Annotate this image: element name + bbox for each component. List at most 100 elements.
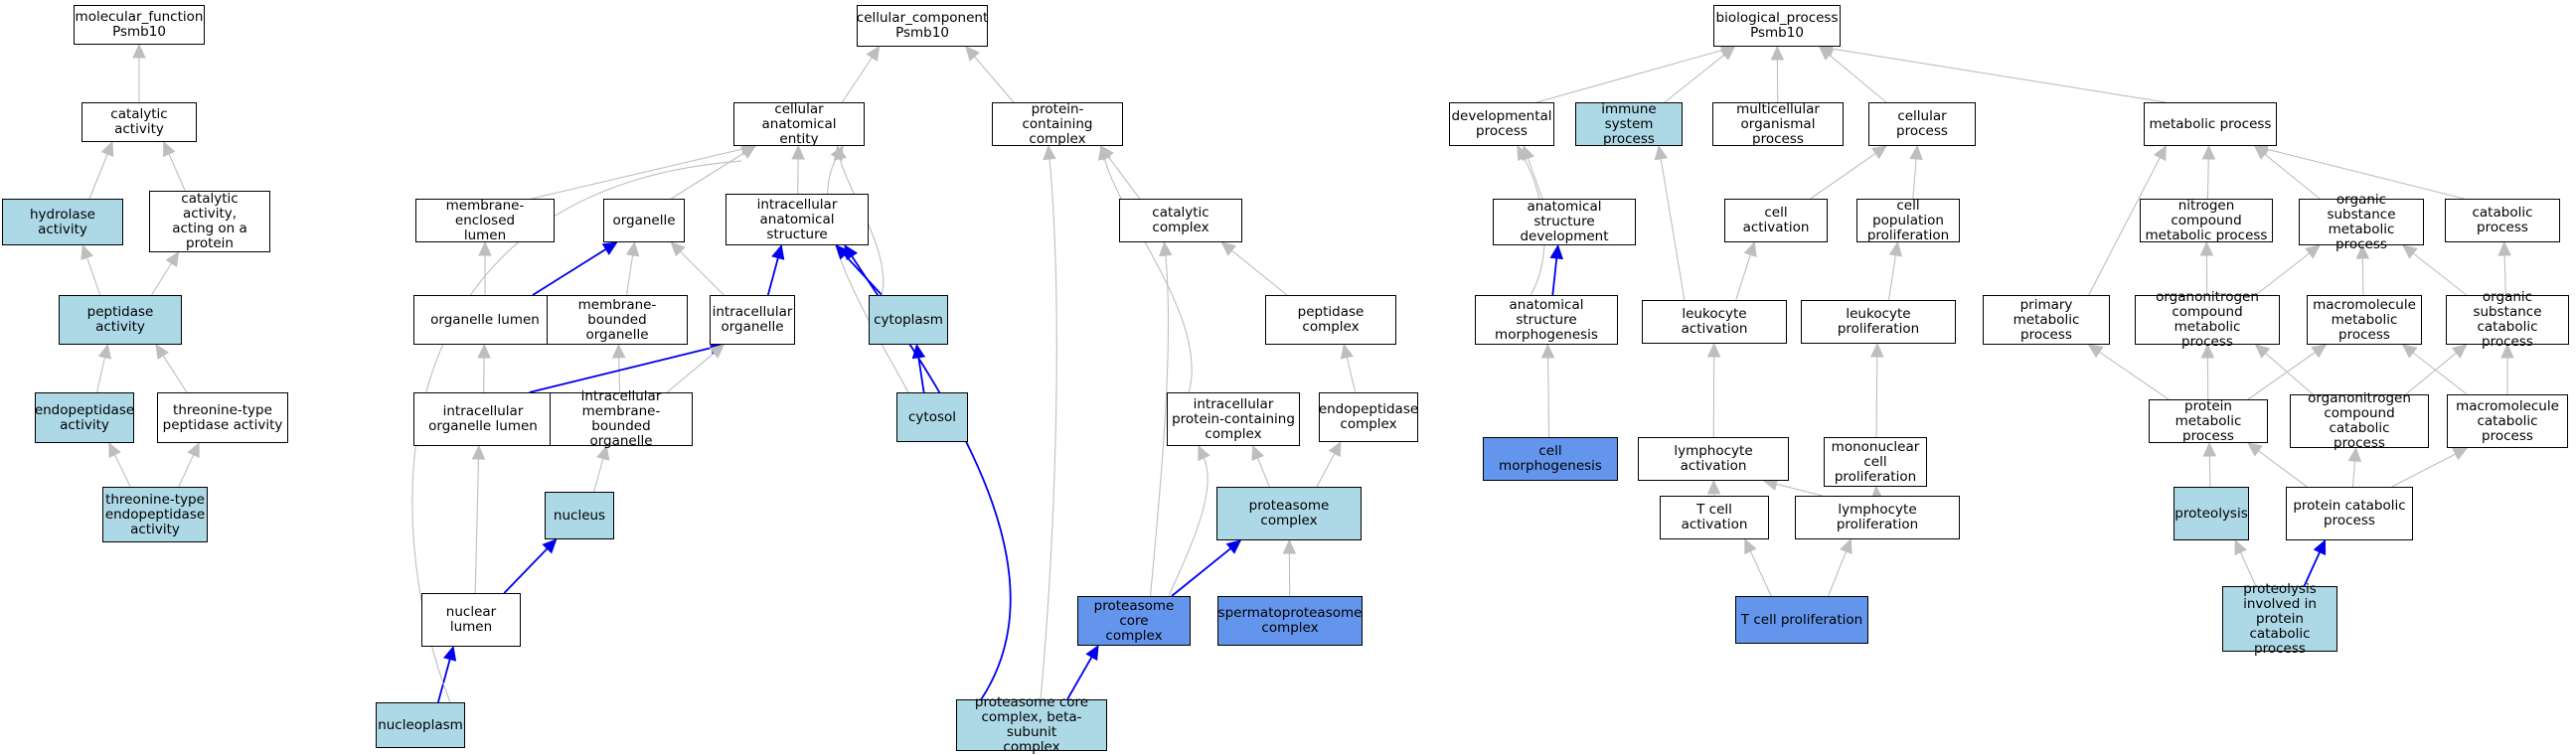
go-term-mf: molecular_function Psmb10 [74,5,205,45]
go-term-ias: intracellular anatomical structure [725,194,869,245]
edge-arrowhead-66 [2201,144,2216,160]
edge-macmp-to-osmp [2361,257,2364,296]
go-term-mbo: membrane-bounded organelle [547,295,688,345]
edge-arrowhead-31 [443,645,457,662]
go-term-cytosol: cytosol [896,392,968,442]
edge-oscp-to-catab [2503,254,2506,296]
go-term-imm: immune system process [1575,101,1683,146]
edge-arrowhead-78 [2254,344,2271,359]
go-term-pcp: protein catabolic process [2286,487,2413,540]
edge-tprol-to-lymphprol [1828,550,1848,597]
edge-leukprol-to-cpp [1887,254,1897,301]
edge-pcp-to-protmp [2258,450,2308,488]
go-term-thrpep: threonine-type peptidase activity [157,392,288,443]
edge-osmp-to-metab [2264,153,2321,200]
edge-proteolcat-to-pcp [2303,551,2321,587]
go-term-osmp: organic substance metabolic process [2299,192,2424,251]
edge-imm-to-bp [1664,54,1725,103]
edge-arrowhead-24 [477,343,491,359]
edge-arrowhead-3 [80,243,94,260]
edge-cellact-to-cellp [1810,152,1876,200]
edge-arrowhead-23 [911,343,926,360]
edge-oncmp-to-osmp [2255,252,2311,296]
edge-thrpep-to-pep [162,355,188,393]
edge-arrowhead-2 [162,140,176,158]
edge-protcx-to-ipcc [1256,457,1270,488]
edge-pcore-to-catcx [1149,254,1170,597]
edge-arrowhead-84 [2347,446,2362,462]
go-term-iol: intracellular organelle lumen [413,392,553,446]
edge-leukact-to-imm [1660,158,1686,301]
edge-arrowhead-5 [97,343,112,360]
edge-cpp-to-cellp [1912,158,1917,200]
go-term-cae: cellular anatomical entity [733,101,865,146]
edge-org-to-cae [671,152,745,200]
edge-arrowhead-70 [2199,240,2214,256]
edge-arrowhead-18 [478,240,492,256]
go-term-tprol: T cell proliferation [1735,596,1868,644]
edge-arrowhead-81 [2500,343,2514,359]
go-term-catprot: catalytic activity, acting on a protein [149,191,270,252]
edge-imbo-to-io [666,352,715,393]
edge-arrowhead-7 [108,441,121,459]
edge-leukact-to-cellact [1735,254,1751,301]
edge-catprot-to-cat [168,153,186,192]
go-term-ncmp: nitrogen compound metabolic process [2140,198,2273,242]
go-term-leukact: leukocyte activation [1642,300,1787,344]
go-term-orglum: organelle lumen [413,295,557,345]
edge-arrowhead-40 [1225,539,1242,554]
edge-arrowhead-54 [1871,145,1887,160]
go-term-cellact: cell activation [1724,199,1828,242]
edge-orglum-to-org [532,248,607,296]
go-term-pcorebeta: proteasome core complex, beta-subunit co… [956,695,1107,755]
edge-mel-to-cae [531,148,743,200]
edge-metab-to-bp [1832,48,2167,103]
edge-arrowhead-19 [625,240,640,257]
edge-arrowhead-1 [100,140,114,158]
edge-proteol-to-protmp [2208,455,2211,488]
edge-pcorebeta-to-pcore [1066,656,1093,700]
edge-cae-to-cc [841,57,873,103]
edge-arrowhead-52 [1517,144,1530,162]
go-term-cc: cellular_component Psmb10 [857,5,988,47]
edge-arrowhead-86 [2234,538,2247,556]
edge-protmp-to-macmp [2247,352,2317,400]
edge-arrowhead-44 [844,243,859,261]
go-term-imbo: intracellular membrane-bounded organelle [550,389,693,449]
edge-pcc-to-cc [974,56,1015,103]
edge-arrowhead-38 [1198,444,1210,462]
go-term-nucleop: nucleoplasm [376,702,465,748]
edge-onccp-to-oncmp [2265,353,2314,395]
edge-arrowhead-9 [866,46,881,62]
edge-ipcc-to-pcc [1103,158,1193,393]
edge-arrowhead-10 [965,46,980,62]
edge-arrowhead-55 [1909,144,1923,160]
go-term-ipcc: intracellular protein-containing complex [1167,392,1300,446]
edge-nuclum-to-iol [474,458,480,594]
edge-arrowhead-20 [670,241,686,257]
edge-arrowhead-46 [1719,46,1736,61]
edge-arrowhead-27 [709,344,725,359]
edge-ncmp-to-metab [2206,158,2209,200]
edge-arrowhead-17 [601,241,618,255]
edge-catab-to-metab [2267,148,2465,200]
go-term-pcc: protein-containing complex [992,101,1123,146]
go-term-hyd: hydrolase activity [2,199,123,245]
edge-arrowhead-76 [2200,343,2215,359]
edge-arrowhead-28 [596,444,610,461]
go-term-maccp: macromolecule catabolic process [2447,394,2568,448]
edge-proteolcat-to-proteol [2239,551,2257,587]
go-term-endocx: endopeptidase complex [1319,392,1418,442]
edge-threndo-to-endo [114,454,131,488]
edge-arrowhead-36 [1251,444,1265,462]
edge-pep-to-catprot [151,262,173,296]
go-term-bp: biological_process Psmb10 [1713,5,1841,47]
go-term-proteol: proteolysis [2174,487,2249,540]
go-term-tact: T cell activation [1660,496,1769,539]
edge-arrowhead-35 [1097,144,1112,161]
edge-lymphprol-to-lymphact [1776,483,1823,497]
go-term-onccp: organonitrogen compound catabolic proces… [2290,391,2429,451]
edge-tprol-to-tact [1749,550,1772,597]
edge-arrowhead-80 [2401,344,2418,359]
edge-protcx-to-endocx [1316,453,1336,488]
